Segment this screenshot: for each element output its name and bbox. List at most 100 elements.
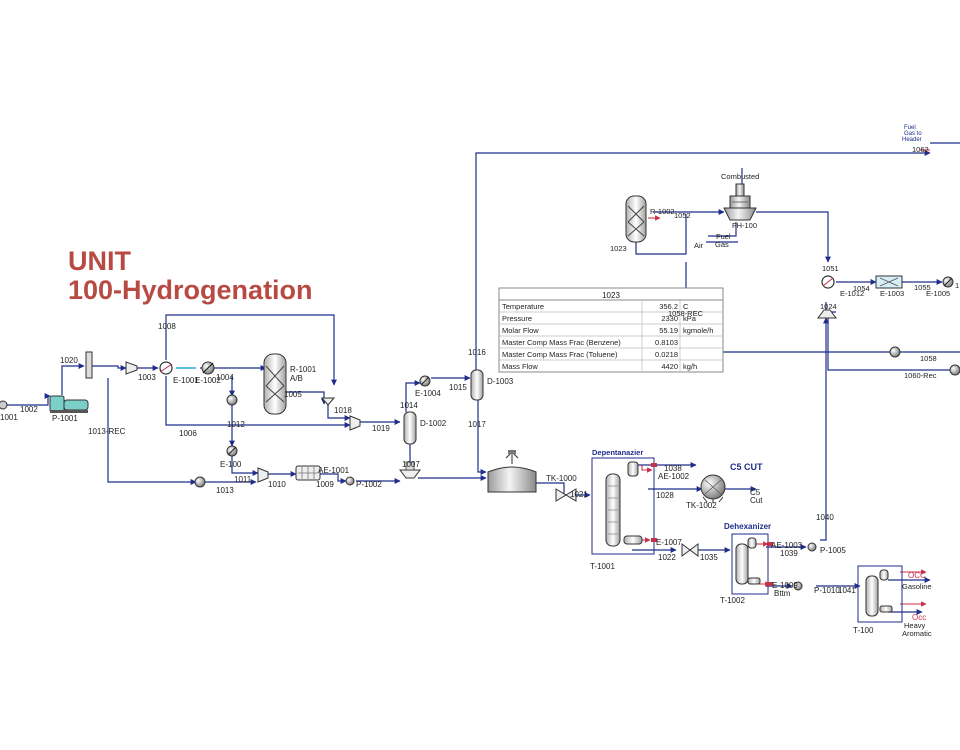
- label-1017: 1017: [468, 420, 486, 429]
- label-1013: 1013: [216, 486, 234, 495]
- label-p1002: P-1002: [356, 480, 382, 489]
- table-row-unit: kg/h: [683, 362, 697, 371]
- stream-1021: [535, 482, 591, 498]
- label-1022: 1022: [658, 553, 676, 562]
- label-1060-rec: 1060-Rec: [904, 371, 937, 380]
- label-tk1002: TK-1002: [686, 501, 717, 510]
- sphere-tank-tk1002[interactable]: [700, 474, 726, 503]
- table-row-value: 4420: [661, 362, 678, 371]
- valve-1035[interactable]: [681, 543, 699, 557]
- pump-p1010[interactable]: [793, 581, 803, 591]
- label-1023: 1023: [610, 244, 627, 253]
- label-aromatic: Aromatic: [902, 629, 932, 638]
- label-1010: 1010: [268, 480, 286, 489]
- table-row-unit: kPa: [683, 314, 697, 323]
- label-1016: 1016: [468, 348, 486, 357]
- pump-p1001[interactable]: [49, 395, 89, 413]
- table-row-label: Molar Flow: [502, 326, 539, 335]
- fired-heater-fh100[interactable]: [723, 183, 757, 221]
- mixer-1003[interactable]: [125, 361, 138, 375]
- label-c5: C5: [750, 488, 761, 497]
- air-cooler-ae1001[interactable]: [295, 465, 321, 481]
- pump-p1005[interactable]: [807, 542, 817, 552]
- unit-title-line2: 100-Hydrogenation: [68, 275, 313, 305]
- label-e1009: E-1009: [772, 581, 798, 590]
- stream-1009: [320, 473, 347, 484]
- label-gasoline: Gasoline: [902, 582, 932, 591]
- splitter-1018[interactable]: [320, 397, 336, 406]
- reactor-r1001[interactable]: [263, 353, 287, 415]
- stream-1016: [475, 150, 931, 370]
- label-1005: 1005: [284, 390, 302, 399]
- stream-1040: [820, 317, 829, 541]
- label-1: 1: [955, 281, 959, 290]
- label-e1012: E-1012: [840, 289, 864, 298]
- valve-1012[interactable]: [226, 394, 238, 406]
- table-row-label: Master Comp Mass Frac (Toluene): [502, 350, 618, 359]
- labels: 1001 1002 P-1001 1020 1003 1008 E-1001 E…: [0, 125, 959, 638]
- table-row-label: Temperature: [502, 302, 544, 311]
- drum-d1003[interactable]: [470, 369, 484, 401]
- filter-1020[interactable]: [85, 351, 93, 379]
- feed-pump-inlet[interactable]: [0, 400, 8, 410]
- label-t100: T-100: [853, 626, 874, 635]
- cooler-e1003[interactable]: [875, 275, 903, 289]
- label-c5-cut: C5 CUT: [730, 462, 763, 472]
- label-e1004: E-1004: [415, 389, 441, 398]
- label-occ-top: OCC: [908, 571, 926, 580]
- column-t100[interactable]: [857, 565, 903, 623]
- stream-1020b: [92, 365, 127, 371]
- stream-1002: [6, 393, 51, 406]
- label-1052: 1052: [674, 211, 691, 220]
- label-gas: Gas: [715, 240, 729, 249]
- dehexanizer-column-t1002[interactable]: [731, 533, 769, 595]
- valve-1021[interactable]: [555, 488, 577, 502]
- label-dehexanizer: Dehexanizer: [724, 522, 771, 531]
- label-ae1003: AE-1003: [771, 541, 803, 550]
- stream-1018: [327, 404, 351, 421]
- label-1058-rec: 1058-REC: [668, 309, 704, 318]
- heat-exchanger-e1002[interactable]: [201, 361, 215, 375]
- label-depentanizer: Depentanazier: [592, 448, 643, 457]
- mixer-1019[interactable]: [349, 415, 361, 431]
- product-flags: [651, 463, 773, 586]
- label-1008: 1008: [158, 322, 176, 331]
- label-1035: 1035: [700, 553, 718, 562]
- heat-exchanger-1060[interactable]: [949, 364, 960, 376]
- reactor-r1002[interactable]: [625, 195, 647, 243]
- stream-1014: [405, 380, 421, 412]
- label-1051: 1051: [822, 264, 839, 273]
- valve-1007[interactable]: [399, 461, 421, 479]
- drum-d1002[interactable]: [403, 411, 417, 445]
- table-row-label: Master Comp Mass Frac (Benzene): [502, 338, 621, 347]
- tank-tk1000[interactable]: [487, 450, 537, 493]
- mixer-1010[interactable]: [257, 467, 269, 483]
- label-fuel-gas-header-1: Fuel: [904, 125, 916, 131]
- stream-1023: [635, 214, 687, 255]
- unit-title-line1: UNIT: [68, 246, 131, 276]
- label-1004: 1004: [216, 373, 234, 382]
- splitter-1024[interactable]: [817, 309, 837, 319]
- heat-exchanger-e100[interactable]: [226, 445, 238, 457]
- label-e1005: E-1005: [926, 289, 950, 298]
- heat-exchanger-1058[interactable]: [889, 346, 901, 358]
- stream-1017: [477, 400, 487, 475]
- label-air: Air: [694, 241, 704, 250]
- label-t1001: T-1001: [590, 562, 615, 571]
- pump-p1002[interactable]: [345, 476, 355, 486]
- splitter-1051[interactable]: [821, 275, 835, 289]
- table-row-value: 0.0218: [655, 350, 678, 359]
- label-1021: 1021: [570, 490, 588, 499]
- label-e1007: E-1007: [656, 538, 682, 547]
- label-fuel-gas-header-3: Header: [902, 137, 922, 143]
- label-cut: Cut: [750, 496, 763, 505]
- heat-exchanger-e1001[interactable]: [159, 361, 173, 375]
- depentanizer-column-t1001[interactable]: [591, 457, 655, 555]
- heat-exchanger-e1005[interactable]: [942, 276, 954, 288]
- label-1062: 1062: [912, 145, 929, 154]
- heat-exchanger-1013[interactable]: [194, 476, 206, 488]
- heat-exchanger-e1004[interactable]: [419, 375, 431, 387]
- label-e1002: E-1002: [195, 376, 221, 385]
- label-1006: 1006: [179, 429, 197, 438]
- label-fuel: Fuel: [716, 232, 731, 241]
